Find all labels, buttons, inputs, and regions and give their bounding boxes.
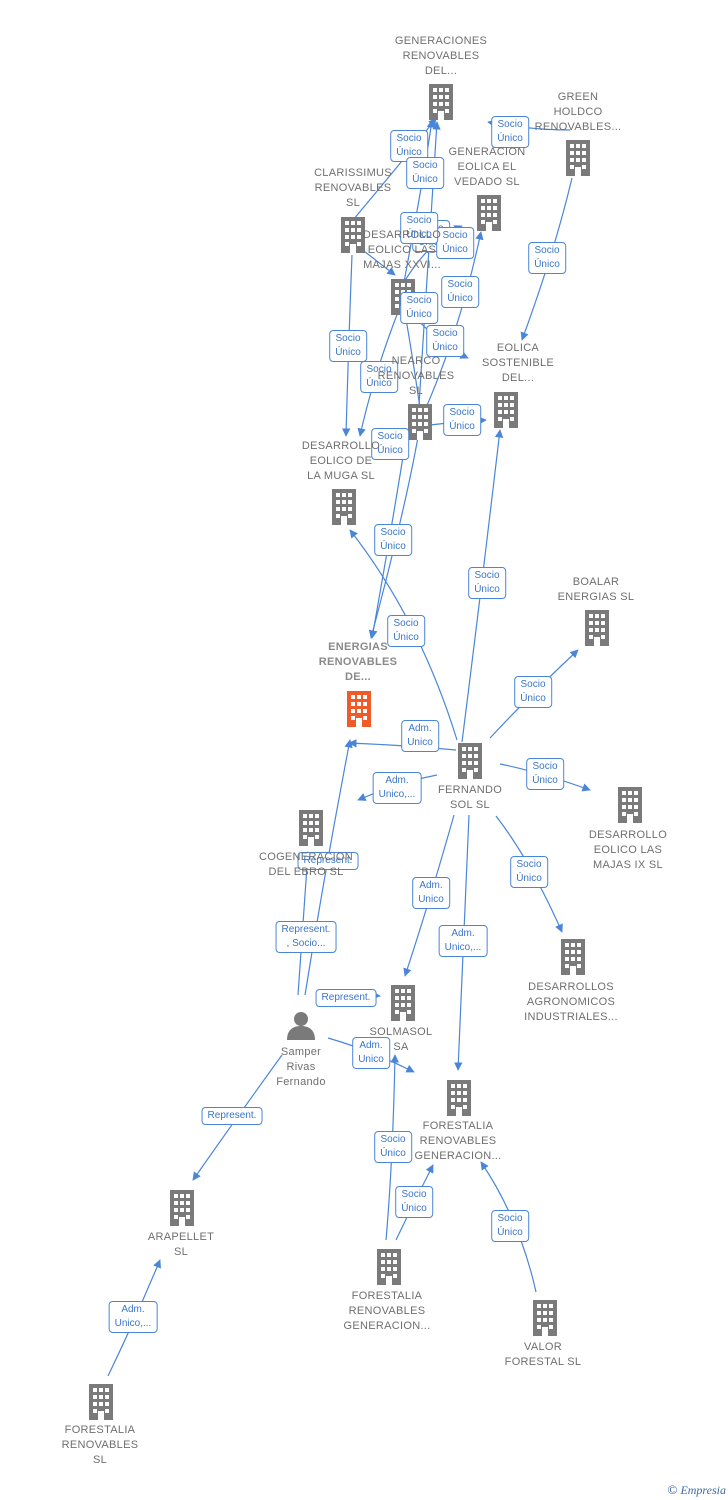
edge-label[interactable]: Socio Único: [406, 157, 444, 189]
edge-label[interactable]: Socio Único: [443, 404, 481, 436]
edge-label[interactable]: Adm. Unico,...: [108, 1301, 158, 1333]
edge-label[interactable]: Socio Único: [510, 856, 548, 888]
edge-label[interactable]: Socio Único: [528, 242, 566, 274]
building-icon-gen-ren-del[interactable]: [429, 84, 453, 120]
edge-label[interactable]: Represent.: [297, 852, 359, 870]
edge-label[interactable]: Socio Único: [426, 325, 464, 357]
node-label-des-agronomicos[interactable]: DESARROLLOS AGRONOMICOS INDUSTRIALES...: [524, 981, 618, 1023]
brand-watermark: ©Empresia: [668, 1482, 726, 1498]
node-label-forestalia-sl[interactable]: FORESTALIA RENOVABLES SL: [61, 1424, 139, 1466]
node-label-gen-ren-del[interactable]: GENERACIONES RENOVABLES DEL...: [394, 35, 488, 77]
node-label-green-holdco[interactable]: GREEN HOLDCO RENOVABLES...: [534, 91, 622, 133]
edge-label[interactable]: Represent.: [201, 1107, 263, 1125]
building-icon-arapellet[interactable]: [170, 1190, 194, 1226]
edge-label[interactable]: Adm. Unico: [401, 720, 439, 752]
building-icon-nearco[interactable]: [408, 404, 432, 440]
edge-label[interactable]: Socio Único: [360, 361, 398, 393]
edge-label[interactable]: Adm. Unico: [352, 1037, 390, 1069]
edge-label[interactable]: Represent. , Socio...: [275, 921, 337, 953]
node-label-cogen-ebro[interactable]: COGENERACION DEL EBRO SL: [258, 851, 354, 878]
edge-label[interactable]: Socio Único: [390, 130, 428, 162]
node-label-des-majas-xxvi[interactable]: DESARROLLO EOLICO LAS MAJAS XXVI...: [362, 229, 442, 271]
copyright-icon: ©: [667, 1482, 678, 1497]
node-label-des-muga[interactable]: DESARROLLO EOLICO DE LA MUGA SL: [301, 440, 381, 482]
building-icon-green-holdco[interactable]: [566, 140, 590, 176]
edge-label[interactable]: Socio Único: [526, 758, 564, 790]
building-icon-des-agronomicos[interactable]: [561, 939, 585, 975]
building-icon-fernando-sol[interactable]: [458, 743, 482, 779]
node-label-solmasol[interactable]: SOLMASOL SA: [369, 1026, 433, 1053]
edge-label[interactable]: Socio Único: [491, 1210, 529, 1242]
building-icon-valor-forestal[interactable]: [533, 1300, 557, 1336]
edge-label[interactable]: Socio Único: [329, 330, 367, 362]
edge-label[interactable]: Socio Único: [387, 615, 425, 647]
building-icon-des-majas-ix[interactable]: [618, 787, 642, 823]
node-label-nearco[interactable]: NEARCO RENOVABLES SL: [377, 355, 455, 397]
node-label-samper[interactable]: Samper Rivas Fernando: [276, 1046, 326, 1088]
building-icon-des-muga[interactable]: [332, 489, 356, 525]
building-icon-cogen-ebro[interactable]: [299, 810, 323, 846]
node-label-des-majas-ix[interactable]: DESARROLLO EOLICO LAS MAJAS IX SL: [588, 829, 668, 871]
node-label-boalar[interactable]: BOALAR ENERGIAS SL: [557, 576, 635, 603]
edge-label[interactable]: Socio Único: [374, 1131, 412, 1163]
node-label-fernando-sol[interactable]: FERNANDO SOL SL: [437, 784, 503, 811]
person-icon-samper[interactable]: [287, 1012, 315, 1040]
building-icon-forestalia-sl[interactable]: [89, 1384, 113, 1420]
edge-label[interactable]: Socio Único: [374, 524, 412, 556]
node-label-clarissimus[interactable]: CLARISSIMUS RENOVABLES SL: [314, 167, 392, 209]
edge-label[interactable]: Socio Único: [395, 1186, 433, 1218]
building-icon-forestalia-gen2[interactable]: [377, 1249, 401, 1285]
node-label-valor-forestal[interactable]: VALOR FORESTAL SL: [504, 1341, 582, 1368]
edge-label[interactable]: Socio Único: [371, 428, 409, 460]
node-label-forestalia-gen2[interactable]: FORESTALIA RENOVABLES GENERACION...: [343, 1290, 431, 1332]
edge-label[interactable]: Socio Único: [441, 276, 479, 308]
node-layer: [89, 84, 642, 1420]
node-label-eolica-sostenible[interactable]: EOLICA SOSTENIBLE DEL...: [481, 342, 555, 384]
edge-label[interactable]: Represent.: [315, 989, 377, 1007]
edge-label[interactable]: Socio Único: [491, 116, 529, 148]
edge-label[interactable]: Socio Único: [514, 676, 552, 708]
edge-layer: [107, 117, 591, 1377]
building-icon-gen-eolica-vedado[interactable]: [477, 195, 501, 231]
building-icon-energias-ren[interactable]: [347, 691, 371, 727]
building-icon-eolica-sostenible[interactable]: [494, 392, 518, 428]
edge-label[interactable]: Socio Único: [400, 292, 438, 324]
edge-label[interactable]: Adm. Unico,...: [438, 925, 488, 957]
node-label-arapellet[interactable]: ARAPELLET SL: [147, 1231, 215, 1258]
edge-clarissimus-to-des_majas_xxvi: [359, 247, 396, 276]
building-icon-forestalia-gen1[interactable]: [447, 1080, 471, 1116]
building-icon-boalar[interactable]: [585, 610, 609, 646]
edge-label[interactable]: Adm. Unico,...: [372, 772, 422, 804]
node-label-gen-eolica-vedado[interactable]: GENERACION EOLICA EL VEDADO SL: [448, 146, 526, 188]
building-icon-solmasol[interactable]: [391, 985, 415, 1021]
edge-nearco-to-des_muga: [368, 436, 419, 639]
node-label-energias-ren[interactable]: ENERGIAS RENOVABLES DE...: [318, 641, 398, 683]
edge-label[interactable]: Socio Único: [400, 212, 438, 244]
edge-label[interactable]: Socio Único: [436, 227, 474, 259]
edge-label[interactable]: Adm. Unico: [412, 877, 450, 909]
node-label-forestalia-gen1[interactable]: FORESTALIA RENOVABLES GENERACION...: [414, 1120, 502, 1162]
brand-name: Empresia: [680, 1483, 726, 1497]
edge-label[interactable]: Socio Único: [468, 567, 506, 599]
